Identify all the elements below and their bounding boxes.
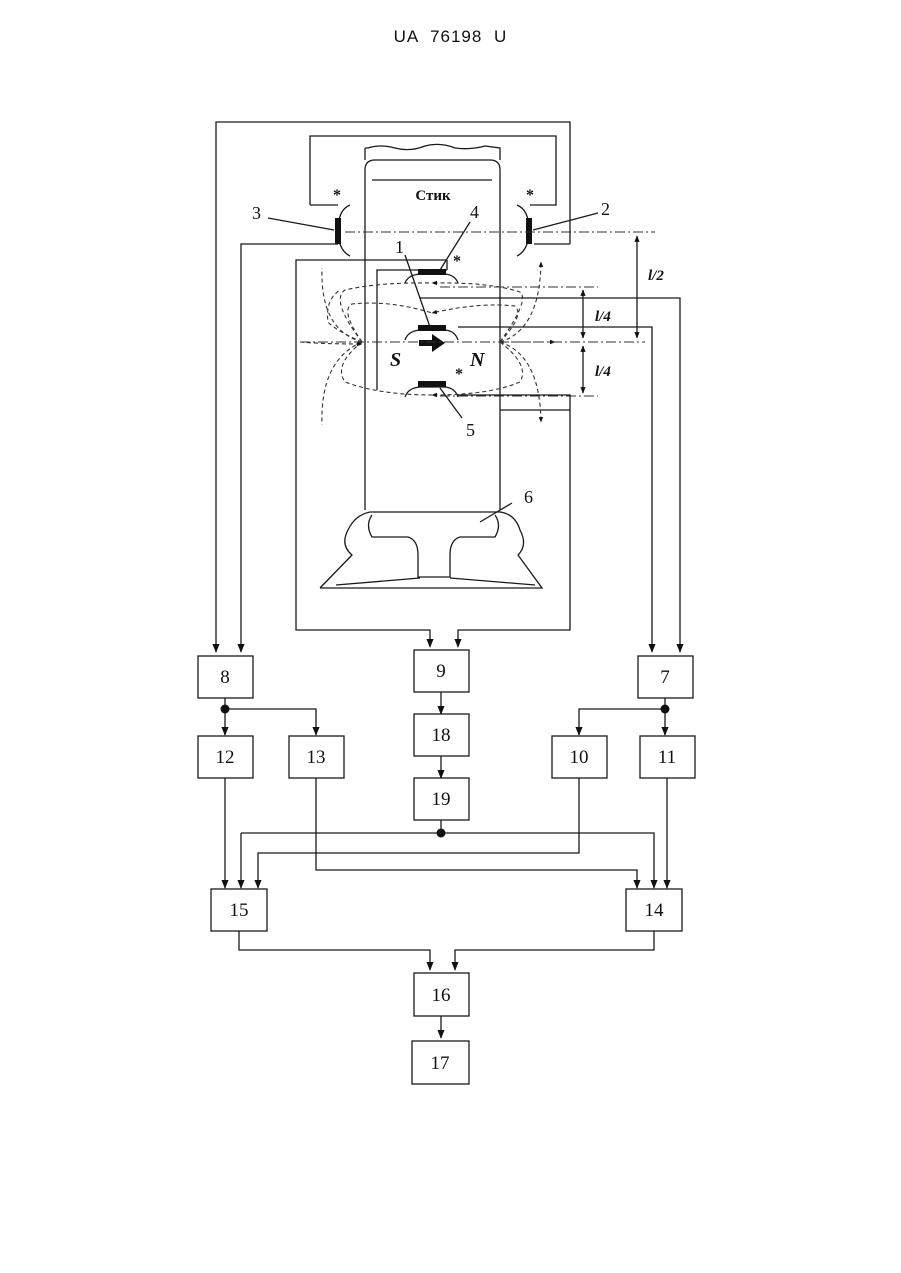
sensor-3 <box>338 205 350 256</box>
rail-joint-title: Стик <box>415 188 451 204</box>
magnetization-arrow-icon <box>419 334 445 352</box>
block-9: 9 <box>414 650 469 692</box>
junction-dot-8 <box>221 705 230 714</box>
block-8: 8 <box>198 656 253 698</box>
ref-1: 1 <box>395 237 430 327</box>
svg-text:14: 14 <box>645 900 665 921</box>
svg-text:16: 16 <box>432 985 451 1006</box>
junction-dot-7 <box>661 705 670 714</box>
block-16: 16 <box>414 973 469 1016</box>
svg-text:5: 5 <box>466 420 475 440</box>
svg-text:19: 19 <box>432 789 451 810</box>
dimension-quarter-bottom-label: l/4 <box>595 364 611 380</box>
block-17: 17 <box>412 1041 469 1084</box>
junction-dot-19 <box>437 829 446 838</box>
block-7: 7 <box>638 656 693 698</box>
block-11: 11 <box>640 736 695 778</box>
block-14: 14 <box>626 889 682 931</box>
svg-text:10: 10 <box>570 747 589 768</box>
sensor-1 <box>405 328 458 340</box>
svg-text:7: 7 <box>660 667 670 688</box>
svg-text:9: 9 <box>436 661 446 682</box>
wiring <box>216 122 680 1038</box>
star-mark-5: * <box>455 366 463 383</box>
block-10: 10 <box>552 736 607 778</box>
svg-text:13: 13 <box>307 747 326 768</box>
svg-text:6: 6 <box>524 487 533 507</box>
pole-n-label: N <box>469 349 486 371</box>
sensor-2 <box>517 205 529 256</box>
star-mark-2: * <box>526 187 534 204</box>
svg-text:11: 11 <box>658 747 676 768</box>
svg-text:17: 17 <box>431 1053 450 1074</box>
block-15: 15 <box>211 889 267 931</box>
svg-text:8: 8 <box>220 667 230 688</box>
ref-2: 2 <box>533 199 610 230</box>
dimension-half-label: l/2 <box>648 268 664 284</box>
block-19: 19 <box>414 778 469 820</box>
svg-text:1: 1 <box>395 237 404 257</box>
svg-text:15: 15 <box>230 900 249 921</box>
block-13: 13 <box>289 736 344 778</box>
ref-3: 3 <box>252 203 334 230</box>
star-mark-3: * <box>333 187 341 204</box>
ref-6: 6 <box>480 487 533 522</box>
svg-text:12: 12 <box>216 747 235 768</box>
block-18: 18 <box>414 714 469 756</box>
svg-text:2: 2 <box>601 199 610 219</box>
svg-text:4: 4 <box>470 202 479 222</box>
dimension-quarter-top-label: l/4 <box>595 309 611 325</box>
block-12: 12 <box>198 736 253 778</box>
svg-text:3: 3 <box>252 203 261 223</box>
pole-s-label: S <box>390 349 401 371</box>
star-mark-4: * <box>453 253 461 270</box>
rail-outline <box>320 144 542 588</box>
svg-text:18: 18 <box>432 725 451 746</box>
